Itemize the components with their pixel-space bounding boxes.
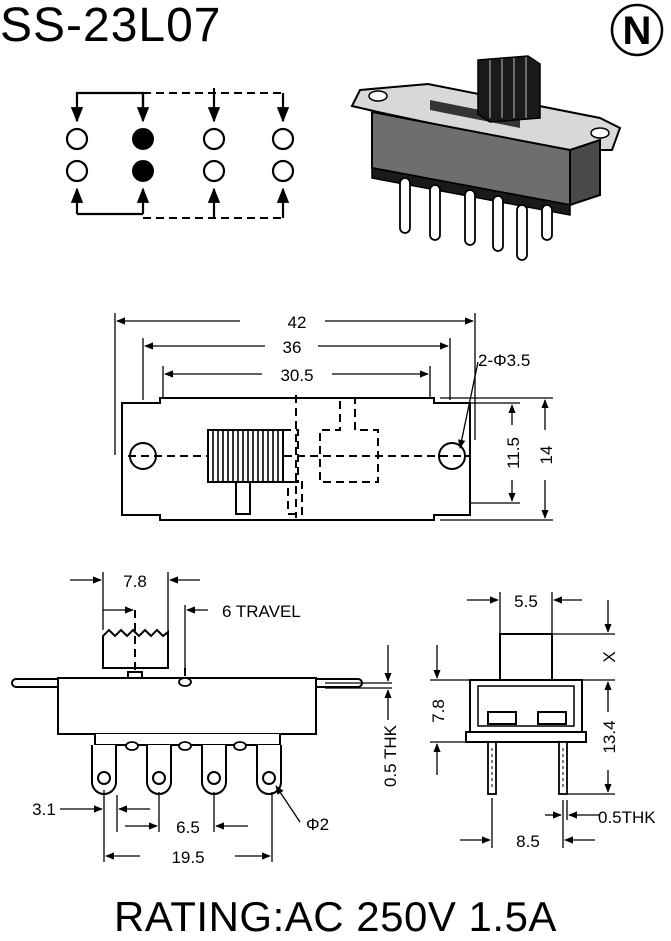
schematic-contact — [65, 159, 89, 183]
schematic-contact — [65, 127, 89, 151]
product-illustration — [350, 55, 622, 261]
dim-body-end-height: 7.8 — [429, 699, 448, 723]
pin-hole-label: Φ2 — [306, 815, 329, 834]
travel-label: 6 TRAVEL — [222, 602, 301, 621]
front-view: 42 36 30.5 2-Φ3.5 — [114, 313, 556, 521]
schematic-common-contact — [132, 128, 154, 150]
dim-outer-height: 14 — [537, 446, 556, 465]
pin-thickness-label: 0.5THK — [598, 808, 656, 827]
dim-total-height: 13.4 — [600, 720, 619, 753]
brand-logo: N — [610, 3, 664, 57]
dim-inner-height: 11.5 — [504, 437, 523, 469]
dim-actuator-end-width: 5.5 — [514, 592, 538, 611]
dim-hole-pitch: 36 — [283, 338, 302, 357]
dim-actuator-end-height: X — [600, 651, 619, 662]
plate-thickness-label: 0.5 THK — [381, 724, 400, 787]
dim-pin-span: 19.5 — [171, 848, 204, 867]
end-view: 5.5 7.8 X 13.4 0.5THK — [429, 592, 656, 851]
part-number-title: SS-23L07 — [0, 0, 222, 52]
schematic-contact — [271, 159, 295, 183]
dim-pin-width: 8.5 — [516, 832, 540, 851]
schematic-common-contact — [132, 160, 154, 182]
schematic-pin-pattern — [65, 88, 295, 219]
dim-overall-length: 42 — [288, 313, 307, 332]
dim-pin-pitch: 6.5 — [176, 818, 200, 837]
side-view: 7.8 6 TRAVEL 0.5 THK — [11, 572, 400, 867]
dim-pin-offset: 3.1 — [32, 800, 56, 819]
rating-label: RATING:AC 250V 1.5A — [114, 893, 557, 940]
svg-text:N: N — [623, 9, 652, 53]
dim-body-length: 30.5 — [280, 366, 313, 385]
schematic-contact — [202, 159, 226, 183]
mounting-hole-label: 2-Φ3.5 — [478, 351, 530, 370]
schematic-contact — [271, 127, 295, 151]
schematic-contact — [202, 127, 226, 151]
dim-actuator-width: 7.8 — [123, 572, 147, 591]
